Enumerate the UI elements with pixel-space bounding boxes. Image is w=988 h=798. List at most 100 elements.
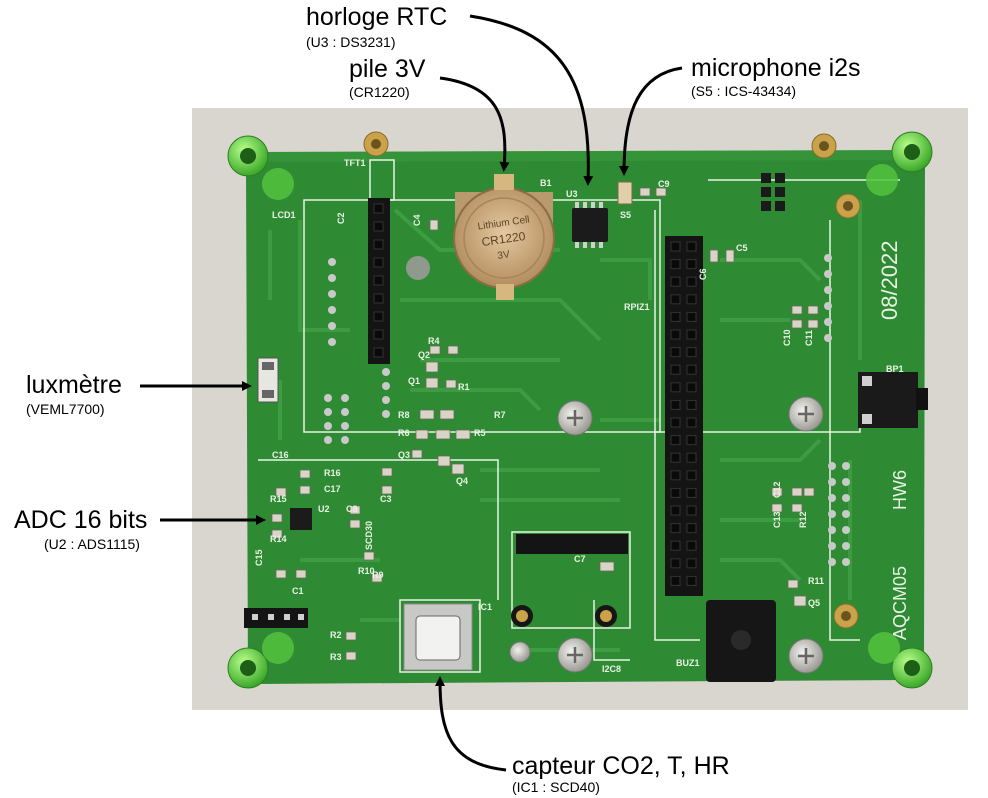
silk-label: C1 xyxy=(292,586,304,596)
rpi-pin xyxy=(686,294,697,305)
rpi-pin xyxy=(670,399,681,410)
pad xyxy=(328,258,336,266)
lcd-pin xyxy=(373,203,384,214)
rpi-pin xyxy=(686,241,697,252)
silk-label: C9 xyxy=(658,179,670,189)
silk-label: R16 xyxy=(324,468,341,478)
rpi-pin xyxy=(686,399,697,410)
screw-slot xyxy=(567,647,583,663)
standoff-hole xyxy=(904,660,920,676)
standoff-body xyxy=(262,632,294,664)
callout-microphone-detail: (S5 : ICS-43434) xyxy=(691,83,797,99)
smd-part xyxy=(349,505,361,515)
pad xyxy=(828,542,836,550)
co2-sensor xyxy=(403,603,473,671)
silk-label: Q5 xyxy=(808,598,820,608)
pad xyxy=(828,510,836,518)
screw-slot xyxy=(567,410,583,426)
push-button-bp1 xyxy=(858,372,928,428)
pad xyxy=(761,201,771,211)
smd-part xyxy=(791,319,803,329)
left-pad-column xyxy=(324,258,390,444)
svg-text:3V: 3V xyxy=(497,249,511,262)
rpi-pin xyxy=(686,435,697,446)
rpi-pin xyxy=(686,382,697,393)
silk-label: R12 xyxy=(798,511,808,528)
pad xyxy=(341,394,349,402)
pad xyxy=(341,436,349,444)
standoff-body xyxy=(262,168,294,200)
silk-label: R2 xyxy=(330,630,342,640)
rpi-pin xyxy=(670,523,681,534)
pad xyxy=(775,201,785,211)
green-standoffs xyxy=(227,131,933,689)
pad xyxy=(824,302,832,310)
smd-part xyxy=(791,487,803,497)
coin-cell-holder xyxy=(453,174,555,300)
silk-label: R14 xyxy=(270,534,287,544)
silk-label: Q2 xyxy=(418,350,430,360)
pad xyxy=(842,494,850,502)
smd-part xyxy=(425,377,439,389)
mounting-screws xyxy=(509,396,824,674)
lcd-pin xyxy=(373,275,384,286)
pad xyxy=(324,436,332,444)
smd-part xyxy=(807,305,819,315)
screw-slot xyxy=(798,406,814,422)
raspberry-pi-header-pins xyxy=(670,241,697,586)
smd-part xyxy=(725,249,735,263)
pad xyxy=(341,408,349,416)
callout-arrows xyxy=(140,14,683,772)
silk-label: Q4 xyxy=(456,476,468,486)
silk-label: C15 xyxy=(254,549,264,566)
silk-label: R3 xyxy=(330,652,342,662)
rpi-pin xyxy=(670,347,681,358)
smd-part xyxy=(791,305,803,315)
brass-spacer-hole xyxy=(819,141,829,151)
silk-label: R9 xyxy=(372,570,384,580)
lcd-header-pins xyxy=(373,203,384,358)
silk-label: LCD1 xyxy=(272,210,296,220)
rpi-pin xyxy=(670,417,681,428)
rpi-pin xyxy=(686,364,697,375)
arrow-microphone xyxy=(619,66,683,176)
pad xyxy=(761,187,771,197)
silk-label: C6 xyxy=(698,268,708,280)
standoff-hole xyxy=(240,148,256,164)
pad xyxy=(775,173,785,183)
pad xyxy=(842,526,850,534)
pad xyxy=(328,274,336,282)
callout-rtc-detail: (U3 : DS3231) xyxy=(306,34,396,50)
smd-part xyxy=(275,487,287,497)
smd-part xyxy=(381,485,393,495)
smd-part xyxy=(411,449,423,459)
rpi-pin xyxy=(686,470,697,481)
pad xyxy=(341,422,349,430)
rpi-pin xyxy=(670,329,681,340)
callout-battery-detail: (CR1220) xyxy=(349,84,410,100)
arrow-rtc xyxy=(469,14,594,186)
rpi-pin xyxy=(686,347,697,358)
silk-label: SCD30 xyxy=(364,521,374,550)
smd-part xyxy=(791,503,803,513)
callout-adc-title: ADC 16 bits xyxy=(14,506,148,534)
smd-part xyxy=(793,595,807,607)
mounting-hole xyxy=(406,256,430,280)
screw-head xyxy=(509,641,531,663)
smd-part xyxy=(439,409,455,420)
smd-part xyxy=(771,503,783,513)
pad xyxy=(775,187,785,197)
pad xyxy=(328,306,336,314)
pad xyxy=(824,254,832,262)
smd-part xyxy=(295,569,307,579)
pad xyxy=(761,173,771,183)
smd-components xyxy=(271,187,819,661)
silk-label: BP1 xyxy=(886,364,904,374)
silk-label: C16 xyxy=(272,450,289,460)
smd-part xyxy=(349,519,361,529)
callout-microphone-title: microphone i2s xyxy=(691,54,861,82)
silk-label: R4 xyxy=(428,336,440,346)
smd-part xyxy=(429,219,439,231)
